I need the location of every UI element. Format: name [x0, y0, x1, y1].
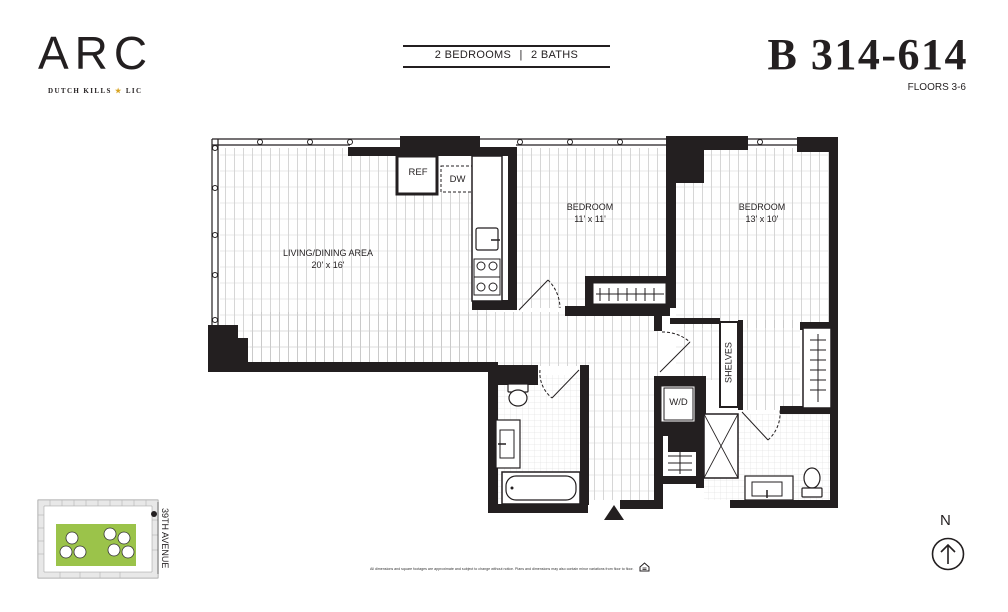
unit-summary: 2 BEDROOMS | 2 BATHS: [403, 49, 610, 61]
site-map: [37, 499, 159, 579]
closet-bedroom-2: [802, 327, 832, 409]
washer-dryer-label: W/D: [669, 397, 688, 408]
sink-icon: [475, 227, 499, 251]
bedroom-count: 2 BEDROOMS: [434, 49, 512, 61]
bedroom-1-size: 11' x 11': [574, 214, 606, 224]
bath-count: 2 BATHS: [531, 49, 579, 61]
disclaimer: All dimensions and square footages are a…: [370, 567, 634, 571]
bathroom-1: [495, 375, 581, 505]
north-label: N: [940, 512, 951, 529]
bedroom-1-label: BEDROOM 11' x 11': [550, 201, 630, 225]
living-dining-name: LIVING/DINING AREA: [282, 248, 374, 258]
logo-subtitle-right: LIC: [125, 87, 143, 95]
unit-location-icon: [151, 511, 157, 517]
walls: [208, 136, 838, 513]
floor-finish: [220, 148, 831, 500]
bedroom-2-size: 13' x 10': [745, 214, 779, 224]
logo-subtitle: DUTCH KILLS ★ LIC: [48, 87, 143, 95]
summary-rule-top: [403, 45, 610, 47]
north-arrow-icon: [931, 537, 965, 571]
refrigerator-label: REF: [408, 167, 428, 178]
windows: [211, 138, 800, 327]
window-mullions: [212, 139, 763, 323]
summary-separator: |: [519, 49, 523, 61]
dishwasher-label: DW: [449, 174, 466, 185]
summary-rule-bottom: [403, 66, 610, 68]
courtyard: [56, 524, 136, 566]
laundry: [658, 383, 698, 474]
kitchen: [395, 154, 503, 302]
bedroom-2-name: BEDROOM: [738, 202, 786, 212]
bedroom-2-label: BEDROOM 13' x 10': [722, 201, 802, 225]
unit-floors: FLOORS 3-6: [907, 82, 966, 93]
doors: [518, 279, 781, 441]
living-dining-size: 20' x 16': [311, 260, 345, 270]
bedroom-1-name: BEDROOM: [566, 202, 614, 212]
cooktop-icon: [473, 258, 501, 296]
unit-title: B 314-614: [767, 30, 968, 79]
vanity-2-icon: [744, 475, 794, 501]
living-dining-label: LIVING/DINING AREA 20' x 16': [268, 247, 388, 271]
logo-subtitle-left: DUTCH KILLS: [48, 87, 112, 95]
avenue-label: 39TH AVENUE: [160, 508, 170, 569]
bathroom-2: [703, 413, 830, 501]
toilet-2-icon: [801, 467, 823, 498]
shelves-unit: [719, 321, 739, 408]
entry-arrow-icon: [604, 505, 624, 520]
logo: ARC: [38, 27, 154, 79]
closet-bedroom-1: [585, 276, 670, 308]
tree-icons: [59, 527, 135, 559]
vanity-icon: [495, 419, 521, 469]
equal-housing-icon: [639, 562, 650, 572]
bathtub-icon: [501, 471, 581, 505]
star-icon: ★: [115, 87, 123, 95]
toilet-icon: [507, 383, 529, 407]
shelves-label: SHELVES: [723, 342, 734, 383]
